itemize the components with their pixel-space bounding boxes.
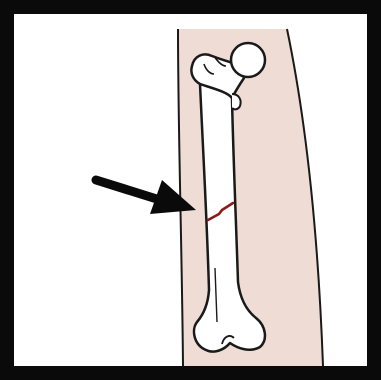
femoral-head [231, 43, 265, 77]
lesser-trochanter [232, 94, 241, 109]
